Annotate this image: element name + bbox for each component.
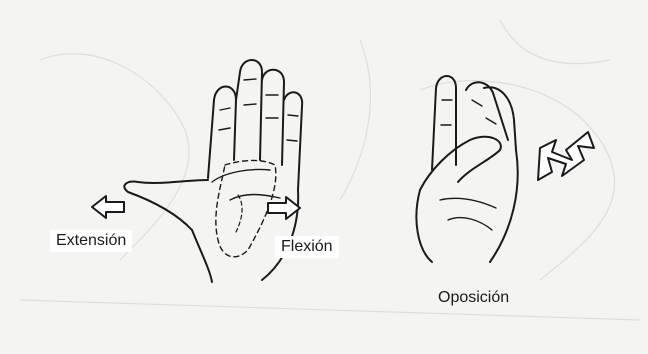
extension-label: Extensión (50, 230, 132, 252)
flexion-label: Flexión (275, 236, 339, 258)
zigzag-arrow-icon (538, 132, 594, 180)
opposition-label: Oposición (432, 287, 515, 309)
hollow-arrow-left-icon (92, 196, 124, 218)
hollow-arrow-right-icon (268, 197, 300, 219)
hand-opposition (416, 76, 517, 262)
